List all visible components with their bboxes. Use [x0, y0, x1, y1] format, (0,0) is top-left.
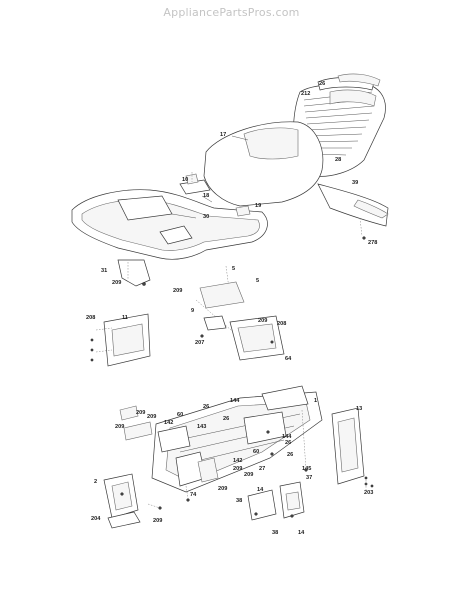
callouts: 26 212 17 28 10 39 18 19 30 278 31 209 5…: [86, 81, 377, 536]
callout-14-a: 14: [257, 487, 264, 493]
callout-14-b: 14: [298, 530, 305, 536]
frame-rear[interactable]: [317, 183, 389, 240]
callout-145: 145: [302, 466, 311, 472]
callout-208-a: 208: [86, 315, 95, 321]
callout-9: 9: [191, 308, 194, 314]
fender-deck[interactable]: [71, 189, 268, 260]
callout-30-fender: 30: [203, 214, 209, 220]
callout-209-i: 209: [218, 486, 227, 492]
callout-1-frame: 1: [314, 398, 317, 404]
callout-209-g: 209: [233, 466, 242, 472]
callout-209-h: 209: [244, 472, 253, 478]
callout-209-a: 209: [112, 280, 121, 286]
bracket-31[interactable]: [117, 259, 151, 287]
callout-5-b: 5: [256, 278, 259, 284]
callout-64: 64: [285, 356, 292, 362]
dash-panel-parts[interactable]: [179, 172, 251, 217]
callout-144-a: 144: [230, 398, 240, 404]
callout-207: 207: [195, 340, 204, 346]
lower-bracket-2[interactable]: [103, 473, 162, 529]
callout-26-e: 26: [287, 452, 293, 458]
hood[interactable]: [203, 121, 324, 207]
callout-144-b: 144: [282, 434, 292, 440]
callout-11: 11: [122, 315, 128, 321]
callout-17-hood: 17: [220, 132, 226, 138]
callout-27: 27: [259, 466, 265, 472]
callout-60-a: 60: [177, 412, 183, 418]
callout-208-b: 208: [277, 321, 286, 327]
callout-13: 13: [356, 406, 362, 412]
callout-278: 278: [368, 240, 377, 246]
callout-209-e: 209: [147, 414, 156, 420]
callout-209-c: 209: [258, 318, 267, 324]
steering-support[interactable]: [195, 265, 285, 361]
callout-26-grille: 26: [319, 81, 325, 87]
callout-209-b: 209: [173, 288, 182, 294]
callout-209-f: 209: [115, 424, 124, 430]
side-panel-13[interactable]: [331, 407, 374, 492]
callout-10: 10: [182, 177, 188, 183]
callout-26-b: 26: [203, 404, 209, 410]
callout-74: 74: [190, 492, 197, 498]
callout-28: 28: [335, 157, 341, 163]
callout-143: 143: [197, 424, 206, 430]
callout-31: 31: [101, 268, 107, 274]
lower-brackets-right[interactable]: [247, 481, 305, 521]
callout-204: 204: [91, 516, 101, 522]
callout-5-a: 5: [232, 266, 235, 272]
callout-38-b: 38: [272, 530, 278, 536]
callout-209-j: 209: [153, 518, 162, 524]
callout-38-a: 38: [236, 498, 242, 504]
callout-209-d: 209: [136, 410, 145, 416]
callout-18: 18: [203, 193, 209, 199]
callout-26-c: 26: [223, 416, 229, 422]
dash-panel-11[interactable]: [90, 313, 151, 367]
left-hardware[interactable]: [119, 405, 219, 502]
callout-37: 37: [306, 475, 312, 481]
grille-assembly[interactable]: [293, 73, 386, 177]
callout-142-a: 142: [164, 420, 173, 426]
callout-39: 39: [352, 180, 358, 186]
callout-2: 2: [94, 479, 97, 485]
callout-19: 19: [255, 203, 261, 209]
watermark: AppliancePartsPros.com: [163, 6, 300, 19]
callout-203: 203: [364, 490, 373, 496]
callout-142-b: 142: [233, 458, 242, 464]
callout-212: 212: [301, 91, 310, 97]
callout-60-b: 60: [253, 449, 259, 455]
callout-26-d: 26: [285, 440, 291, 446]
